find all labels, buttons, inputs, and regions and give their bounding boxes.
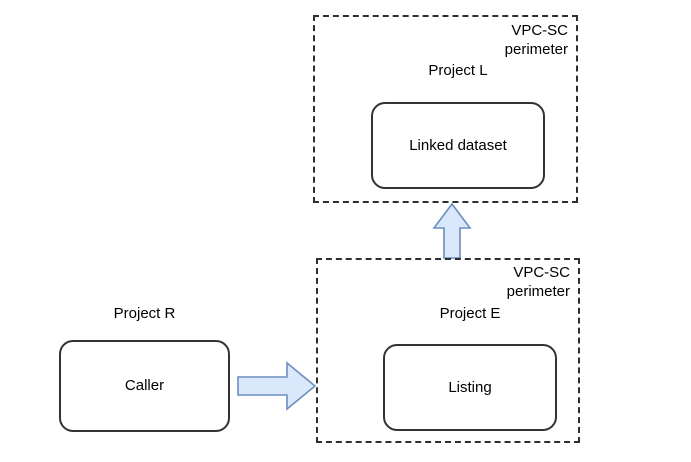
vpc-sc-perimeter-project-l — [313, 15, 578, 203]
node-linked-dataset[interactable]: Linked dataset — [371, 102, 545, 189]
project-label-l: Project L — [428, 62, 488, 79]
node-caller-label: Caller — [124, 377, 165, 394]
node-caller[interactable]: Caller — [59, 340, 230, 432]
node-linked-dataset-label: Linked dataset — [409, 136, 507, 154]
vpc-sc-perimeter-label-l: VPC-SC perimeter — [504, 22, 568, 58]
project-label-r: Project R — [113, 305, 176, 322]
vpc-sc-perimeter-project-e — [316, 258, 580, 443]
node-listing-label: Listing — [448, 378, 492, 396]
arrow-caller-to-listing — [237, 361, 317, 411]
arrow-listing-to-linked-dataset — [432, 202, 472, 259]
vpc-sc-perimeter-label-e: VPC-SC perimeter — [506, 264, 570, 300]
node-listing[interactable]: Listing — [383, 344, 557, 431]
project-label-e: Project E — [439, 305, 501, 322]
